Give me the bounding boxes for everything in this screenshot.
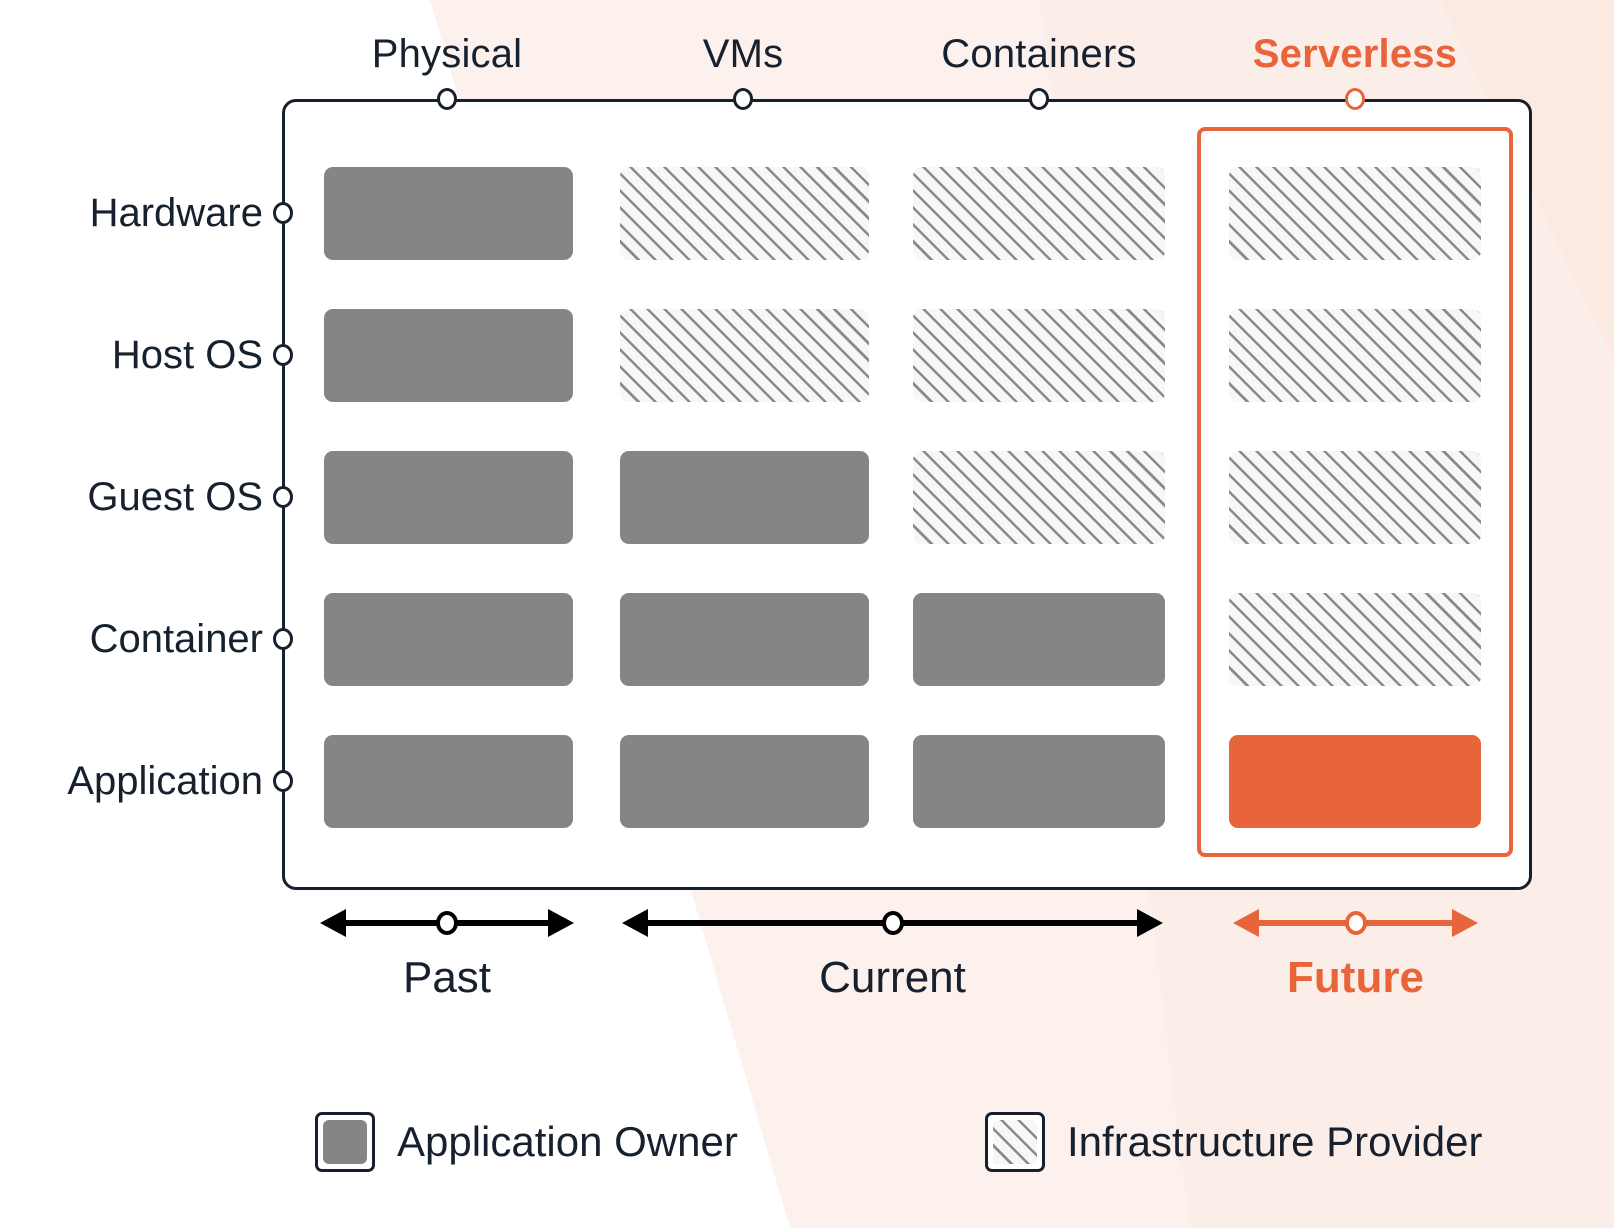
legend-item-infrastructure-provider: Infrastructure Provider [985,1112,1483,1172]
column-header-serverless: Serverless [1195,28,1515,80]
row-label-host-os: Host OS [112,330,263,380]
cell-container-physical[interactable] [324,593,573,686]
cell-guest-os-containers[interactable] [913,451,1165,544]
arrow-right-head-icon [1452,909,1478,937]
cell-hardware-serverless[interactable] [1229,167,1481,260]
era-label-past: Past [402,953,492,1002]
legend-swatch-owner-fill [323,1120,367,1164]
cell-application-vms[interactable] [620,735,869,828]
column-header-label: Containers [941,32,1137,76]
row-label-hardware: Hardware [90,188,263,238]
column-header-containers: Containers [879,28,1199,80]
cell-container-containers[interactable] [913,593,1165,686]
column-header-label: Serverless [1252,32,1458,76]
era-current[interactable]: Current [622,905,1163,1035]
row-tick-application [273,770,293,792]
row-label-text: Guest OS [87,475,263,519]
cell-host-os-physical[interactable] [324,309,573,402]
row-tick-container [273,628,293,650]
cell-host-os-vms[interactable] [620,309,869,402]
era-knob-icon [436,911,458,935]
column-header-vms: VMs [583,28,903,80]
row-label-text: Container [89,617,263,661]
cell-application-serverless[interactable] [1229,735,1481,828]
legend-label-application-owner: Application Owner [397,1118,738,1165]
row-label-text: Application [67,759,263,803]
era-future[interactable]: Future [1233,905,1478,1035]
column-tick-physical [437,88,457,110]
cell-container-serverless[interactable] [1229,593,1481,686]
cell-host-os-serverless[interactable] [1229,309,1481,402]
era-label-current: Current [819,953,966,1002]
cell-guest-os-physical[interactable] [324,451,573,544]
column-header-label: VMs [702,32,784,76]
era-label-future: Future [1287,953,1424,1002]
cell-guest-os-serverless[interactable] [1229,451,1481,544]
row-tick-host-os [273,344,293,366]
column-header-physical: Physical [287,28,607,80]
cell-container-vms[interactable] [620,593,869,686]
row-label-text: Host OS [111,333,263,377]
legend-swatch-infra-icon [985,1112,1045,1172]
cell-hardware-physical[interactable] [324,167,573,260]
row-tick-guest-os [273,486,293,508]
era-arrow [622,905,1163,941]
arrow-right-head-icon [548,909,574,937]
cell-hardware-containers[interactable] [913,167,1165,260]
cell-hardware-vms[interactable] [620,167,869,260]
row-tick-hardware [273,202,293,224]
legend-swatch-infra-fill [993,1120,1037,1164]
column-tick-serverless [1345,88,1365,110]
era-past[interactable]: Past [320,905,574,1035]
column-tick-containers [1029,88,1049,110]
row-label-container: Container [90,614,263,664]
legend-item-application-owner: Application Owner [315,1112,738,1172]
legend-swatch-owner-icon [315,1112,375,1172]
cell-guest-os-vms[interactable] [620,451,869,544]
era-arrow [1233,905,1478,941]
column-tick-vms [733,88,753,110]
arrow-left-head-icon [320,909,346,937]
cell-host-os-containers[interactable] [913,309,1165,402]
row-label-application: Application [67,756,263,806]
arrow-right-head-icon [1137,909,1163,937]
column-header-label: Physical [371,32,523,76]
row-label-text: Hardware [89,191,263,235]
legend-label-infrastructure-provider: Infrastructure Provider [1067,1118,1483,1165]
era-knob-icon [881,911,904,935]
era-knob-icon [1344,911,1367,935]
cell-application-containers[interactable] [913,735,1165,828]
cell-application-physical[interactable] [324,735,573,828]
era-arrow [320,905,574,941]
row-label-guest-os: Guest OS [87,472,263,522]
